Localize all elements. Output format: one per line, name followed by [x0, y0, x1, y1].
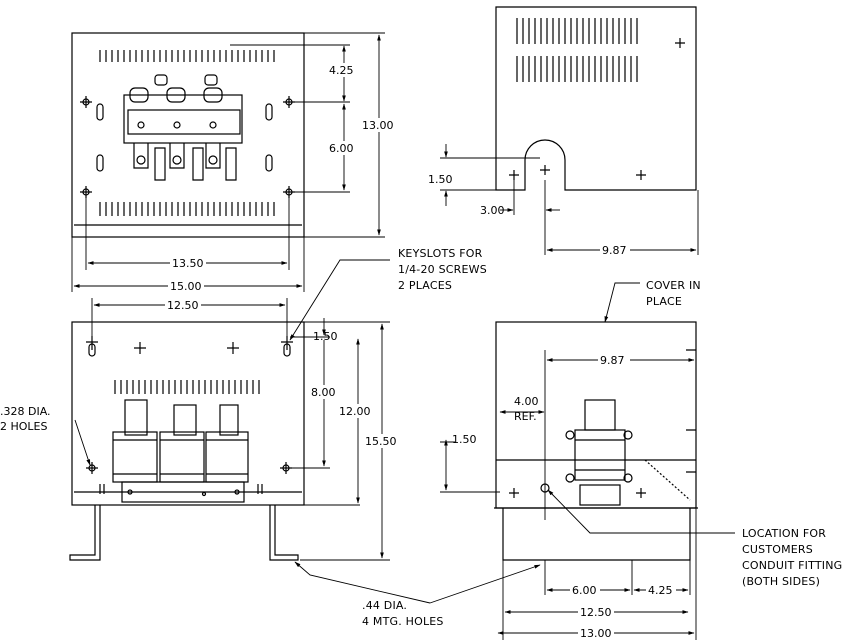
callout-mtg-holes-line1: .44 DIA.	[362, 599, 407, 612]
dim-side-upper-3-00: 3.00	[480, 204, 505, 217]
front-view	[69, 321, 305, 561]
dim-front-12-00: 12.00	[339, 405, 371, 418]
side-upper-outline	[495, 6, 697, 191]
side-upper-dimensions	[440, 144, 699, 255]
dim-top-13-00: 13.00	[362, 119, 394, 132]
top-view	[71, 32, 305, 238]
top-vent-row-upper	[99, 50, 275, 62]
top-vent-row-lower	[99, 202, 275, 216]
side-view-upper	[495, 6, 697, 191]
dim-side-lower-1-50: 1.50	[452, 433, 477, 446]
dim-side-lower-4-00: 4.00	[514, 395, 539, 408]
dim-side-lower-12-50: 12.50	[580, 606, 612, 619]
side-upper-vents	[516, 18, 638, 82]
top-reactor-assembly	[123, 74, 243, 181]
front-hole-left	[88, 464, 96, 472]
side-view-lower	[494, 321, 698, 561]
callout-keyslots-line2: 1/4-20 SCREWS	[398, 263, 487, 276]
dim-side-upper-1-50: 1.50	[428, 173, 453, 186]
callout-keyslots-line1: KEYSLOTS FOR	[398, 247, 483, 260]
callout-cover-line1: COVER IN	[646, 279, 701, 292]
dim-front-8-00: 8.00	[311, 386, 336, 399]
callout-conduit-line1: LOCATION FOR	[742, 527, 826, 540]
callout-conduit-line4: (BOTH SIDES)	[742, 575, 820, 588]
front-hole-right	[282, 464, 290, 472]
front-keyslots	[86, 336, 293, 357]
dim-front-15-50: 15.50	[365, 435, 397, 448]
callout-cover-line2: PLACE	[646, 295, 682, 308]
top-mounting-holes	[80, 96, 295, 198]
top-side-slots	[96, 103, 273, 172]
side-lower-reactor	[565, 399, 633, 506]
dim-side-lower-6-00: 6.00	[572, 584, 597, 597]
callout-conduit-line3: CONDUIT FITTING	[742, 559, 842, 572]
dim-front-12-50: 12.50	[167, 299, 199, 312]
dim-side-lower-4-25: 4.25	[648, 584, 673, 597]
dim-front-1-50: 1.50	[313, 330, 338, 343]
front-hole-dia-line2: 2 HOLES	[0, 420, 48, 433]
dim-side-lower-9-87: 9.87	[600, 354, 625, 367]
dim-side-upper-9-87: 9.87	[602, 244, 627, 257]
callout-keyslots-line3: 2 PLACES	[398, 279, 452, 292]
front-reactor-coils	[112, 399, 249, 503]
callout-conduit-line2: CUSTOMERS	[742, 543, 813, 556]
dim-top-6-00: 6.00	[329, 142, 354, 155]
side-upper-crosshairs	[509, 38, 685, 180]
leader-lines	[74, 259, 735, 604]
front-view-dimensions	[91, 298, 390, 561]
dim-side-lower-13-00: 13.00	[580, 627, 612, 640]
front-crosshairs	[86, 342, 292, 474]
dim-top-4-25: 4.25	[329, 64, 354, 77]
callout-mtg-holes-line2: 4 MTG. HOLES	[362, 615, 444, 628]
dim-top-15-00: 15.00	[170, 280, 202, 293]
side-lower-crosshairs	[509, 349, 696, 498]
front-view-outline	[71, 321, 305, 506]
front-feet	[69, 484, 299, 561]
front-hole-dia-line1: .328 DIA.	[0, 405, 51, 418]
dim-top-13-50: 13.50	[172, 257, 204, 270]
top-view-outline	[71, 32, 305, 238]
dim-side-lower-ref: REF.	[514, 410, 537, 423]
front-vent-row	[114, 380, 260, 394]
